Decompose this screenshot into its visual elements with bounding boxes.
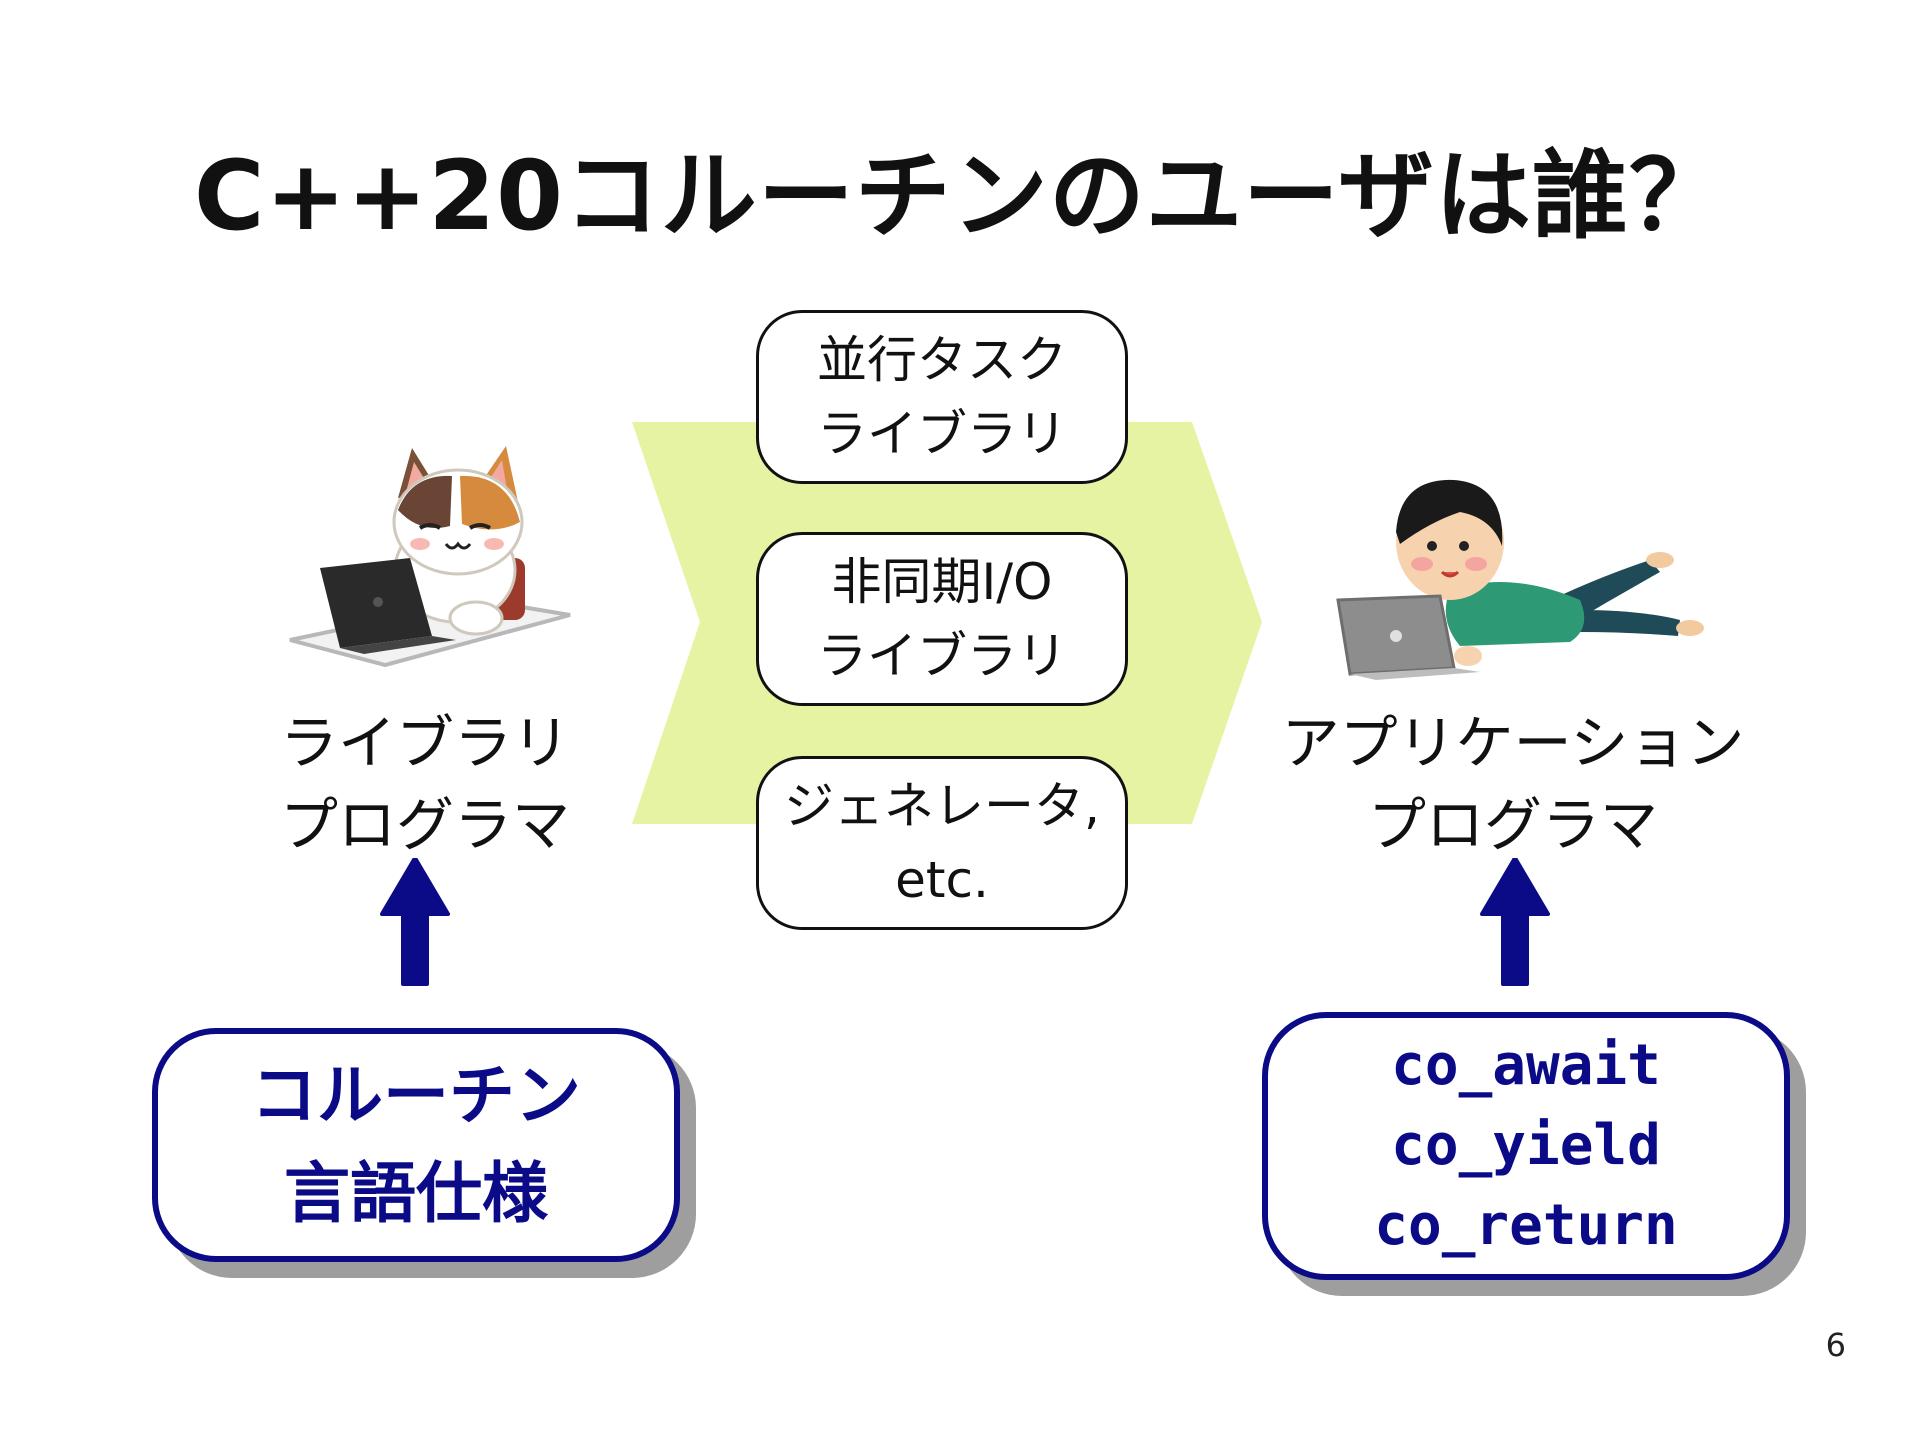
label-line2: プログラマ bbox=[1367, 791, 1658, 859]
library-box-line1: 非同期I/O bbox=[831, 553, 1053, 611]
label-line1: ライブラリ bbox=[279, 709, 570, 777]
library-box-line1: ジェネレータ, bbox=[784, 777, 1100, 835]
library-box-concurrent-task: 並行タスク ライブラリ bbox=[756, 310, 1128, 484]
label-line2: プログラマ bbox=[279, 791, 570, 859]
boy-with-laptop-illustration bbox=[1336, 479, 1704, 680]
slide-title: C++20コルーチンのユーザは誰？ bbox=[193, 140, 1726, 252]
coroutine-keywords-box: co_await co_yield co_return bbox=[1262, 1012, 1790, 1280]
library-programmer-label: ライブラリ プログラマ bbox=[270, 702, 580, 866]
spec-line1: コルーチン bbox=[251, 1057, 581, 1134]
library-box-line1: 並行タスク bbox=[817, 331, 1067, 389]
library-box-line2: etc. bbox=[895, 851, 989, 909]
spec-line2: 言語仕様 bbox=[284, 1155, 548, 1232]
keyword-co-yield: co_yield bbox=[1391, 1113, 1661, 1178]
keyword-co-return: co_return bbox=[1374, 1193, 1678, 1258]
up-arrow-right bbox=[1480, 858, 1550, 986]
label-line1: アプリケーション bbox=[1281, 709, 1745, 777]
library-box-generator: ジェネレータ, etc. bbox=[756, 756, 1128, 930]
library-box-line2: ライブラリ bbox=[817, 405, 1067, 463]
cat-with-laptop-illustration bbox=[289, 446, 571, 668]
page-number: 6 bbox=[1825, 1326, 1846, 1364]
up-arrow-left bbox=[380, 858, 450, 986]
application-programmer-label: アプリケーション プログラマ bbox=[1268, 702, 1758, 866]
library-box-line2: ライブラリ bbox=[817, 627, 1067, 685]
keyword-co-await: co_await bbox=[1391, 1033, 1661, 1098]
coroutine-language-spec-box: コルーチン 言語仕様 bbox=[152, 1028, 680, 1262]
library-box-async-io: 非同期I/O ライブラリ bbox=[756, 532, 1128, 706]
